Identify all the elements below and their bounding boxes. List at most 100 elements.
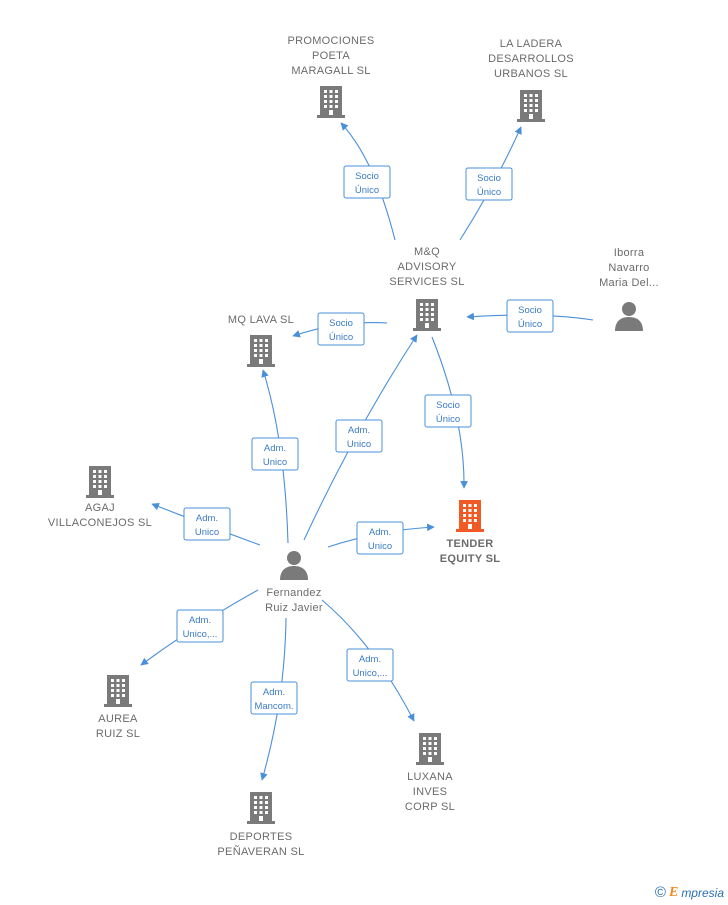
node-label: PEÑAVERAN SL — [217, 845, 304, 858]
node-label: DESARROLLOS — [488, 53, 574, 65]
node-label: AGAJ — [85, 502, 115, 514]
edge-label-text: Unico,... — [183, 629, 218, 640]
edge-label-box — [506, 299, 554, 333]
edge-label-text: Unico — [263, 457, 287, 468]
building-icon — [86, 466, 114, 498]
node-label: SERVICES SL — [389, 276, 464, 288]
edge-label-box — [251, 437, 299, 471]
node-label: Iborra — [614, 247, 645, 259]
building-icon — [413, 299, 441, 331]
edge-fernandez-to-mq_lava: Adm. Unico — [251, 369, 299, 544]
node-label: POETA — [312, 50, 350, 62]
edge-label-text: Adm. — [359, 654, 381, 665]
edge-fernandez-to-mq_advisory: Adm. Unico — [303, 334, 418, 541]
node-label: Ruiz Javier — [265, 602, 323, 614]
node-label: MARAGALL SL — [291, 65, 370, 77]
building-icon — [247, 335, 275, 367]
edge-label-box — [183, 507, 231, 541]
node-label: VILLACONEJOS SL — [48, 517, 152, 529]
node-aurea[interactable]: AUREA RUIZ SL — [96, 675, 140, 740]
edge-label-box — [335, 419, 383, 453]
edge-label-text: Adm. — [263, 687, 285, 698]
node-promociones[interactable]: PROMOCIONES POETA MARAGALL SL — [287, 35, 374, 118]
edge-fernandez-to-luxana: Adm. Unico,... — [321, 599, 415, 722]
edge-label-box — [424, 394, 472, 428]
edge-label-text: Unico — [195, 527, 219, 538]
edge-label-text: Único — [477, 187, 501, 198]
edge-label-text: Único — [329, 332, 353, 343]
node-label: ADVISORY — [397, 261, 456, 273]
node-label: Fernandez — [266, 587, 321, 599]
edge-fernandez-to-aurea: Adm. Unico,... — [140, 589, 259, 666]
edge-label-text: Socio — [436, 400, 460, 411]
node-tender[interactable]: TENDER EQUITY SL — [440, 500, 501, 565]
node-label: DEPORTES — [230, 831, 293, 843]
node-label: LUXANA — [407, 771, 453, 783]
copyright-icon: © — [654, 884, 666, 901]
node-agaj[interactable]: AGAJ VILLACONEJOS SL — [48, 466, 152, 529]
building-icon — [104, 675, 132, 707]
edge-label-text: Adm. — [348, 425, 370, 436]
node-label: INVES — [413, 786, 448, 798]
node-label: M&Q — [414, 246, 440, 258]
edge-label-text: Único — [518, 319, 542, 330]
node-label: AUREA — [98, 713, 138, 725]
edge-label-text: Mancom. — [254, 701, 293, 712]
edge-label-box — [465, 167, 513, 201]
node-label: PROMOCIONES — [287, 35, 374, 47]
edge-fernandez-to-deportes: Adm. Mancom. — [250, 617, 298, 781]
edge-label-text: Unico,... — [353, 668, 388, 679]
edge-label-text: Adm. — [196, 513, 218, 524]
edge-label-box — [317, 312, 365, 346]
edge-label-text: Adm. — [369, 527, 391, 538]
edge-label-box — [250, 681, 298, 715]
edge-label-text: Único — [355, 185, 379, 196]
node-label: Navarro — [608, 262, 649, 274]
edge-label-text: Socio — [355, 171, 379, 182]
node-mq_advisory[interactable]: M&Q ADVISORY SERVICES SL — [389, 246, 464, 331]
person-icon — [280, 551, 308, 580]
edges-layer: SocioÚnicoSocioÚnicoSocioÚnicoSocioÚnico… — [140, 122, 594, 781]
edge-fernandez-to-agaj: Adm. Unico — [151, 502, 261, 546]
edge-label-box — [176, 609, 224, 643]
edge-label-text: Adm. — [264, 443, 286, 454]
edge-fernandez-to-tender: Adm. Unico — [327, 521, 435, 555]
node-label: MQ LAVA SL — [228, 314, 294, 326]
node-label: TENDER — [446, 538, 493, 550]
brand-initial: E — [668, 884, 679, 900]
node-label: LA LADERA — [500, 38, 563, 50]
edge-label-box — [343, 165, 391, 199]
building-icon — [317, 86, 345, 118]
node-deportes[interactable]: DEPORTES PEÑAVERAN SL — [217, 792, 304, 858]
edge-label-text: Socio — [477, 173, 501, 184]
node-label: URBANOS SL — [494, 68, 568, 80]
node-label: Maria Del... — [599, 277, 659, 289]
building-icon — [517, 90, 545, 122]
edge-label-text: Único — [436, 414, 460, 425]
building-icon — [247, 792, 275, 824]
edge-label-box — [356, 521, 404, 555]
node-ladera[interactable]: LA LADERA DESARROLLOS URBANOS SL — [488, 38, 574, 122]
node-mq_lava[interactable]: MQ LAVA SL — [228, 314, 294, 367]
brand-name: mpresia — [681, 885, 724, 900]
edge-label-text: Adm. — [189, 615, 211, 626]
edge-label-text: Unico — [368, 541, 392, 552]
building-icon — [416, 733, 444, 765]
edge-label-text: Unico — [347, 439, 371, 450]
building-icon — [456, 500, 484, 532]
node-label: RUIZ SL — [96, 728, 140, 740]
edge-label-box — [346, 648, 394, 682]
edge-label-text: Socio — [329, 318, 353, 329]
person-icon — [615, 302, 643, 331]
edge-label-text: Socio — [518, 305, 542, 316]
node-label: EQUITY SL — [440, 553, 501, 565]
